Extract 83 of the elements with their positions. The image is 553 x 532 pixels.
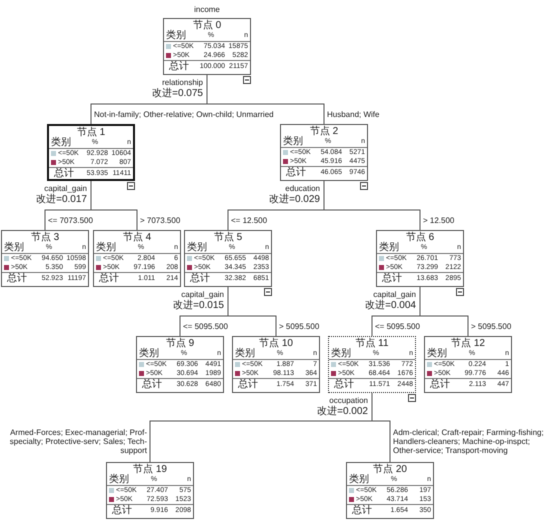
column-header: 类别 <box>379 243 400 253</box>
split-variable-label: capital_gain <box>373 290 416 300</box>
column-header: 类别 <box>283 137 304 147</box>
tree-node <box>136 336 224 393</box>
node-title: 节点 9 <box>166 338 194 349</box>
tree-branch-line <box>206 74 324 124</box>
tree-node <box>328 336 416 393</box>
total-label: 总计 <box>237 379 259 390</box>
edge-label: > 7073.500 <box>140 216 180 224</box>
node-title: 节点 10 <box>259 338 293 349</box>
edge-label: > 5095.500 <box>279 322 320 330</box>
split-variable-label: education <box>285 184 320 194</box>
column-header: 类别 <box>349 475 370 485</box>
total-label: 总计 <box>351 505 373 516</box>
tree-node <box>47 124 135 181</box>
node-title: 节点 0 <box>192 20 222 31</box>
node-title: 节点 11 <box>355 338 389 349</box>
total-label: 总计 <box>429 379 451 390</box>
tree-node <box>163 18 251 75</box>
tree-branch-line <box>228 286 276 336</box>
total-label: 总计 <box>111 505 133 516</box>
tree-branch-line <box>372 392 390 462</box>
tree-branch-line <box>420 286 468 336</box>
improvement-label: 改进=0.004 <box>365 300 416 312</box>
edge-label: <= 12.500 <box>231 216 268 224</box>
node-title: 节点 5 <box>214 232 242 243</box>
node-title: 节点 6 <box>406 232 434 243</box>
column-header: 类别 <box>187 243 208 253</box>
node-title: 节点 1 <box>76 127 106 138</box>
improvement-label: 改进=0.002 <box>317 406 368 418</box>
total-label: 总计 <box>189 273 211 284</box>
column-header: 类别 <box>109 475 130 485</box>
edge-label: <= 7073.500 <box>48 216 93 224</box>
column-header: 类别 <box>427 349 448 359</box>
edge-label: <= 5095.500 <box>375 322 420 330</box>
edge-label: > 12.500 <box>423 216 454 224</box>
tree-node <box>346 462 434 519</box>
column-header: 类别 <box>166 31 187 41</box>
tree-node <box>376 230 464 287</box>
total-label: 总计 <box>285 167 307 178</box>
tree-branch-line <box>324 180 420 230</box>
tree-node <box>184 230 272 287</box>
node-title: 节点 3 <box>30 232 60 243</box>
edge-label: Not-in-family; Other-relative; Own-child; Unmarried <box>94 110 274 118</box>
tree-node <box>106 462 194 519</box>
total-label: 总计 <box>381 273 403 284</box>
improvement-label: 改进=0.015 <box>173 300 224 312</box>
column-header: 类别 <box>51 138 72 148</box>
split-variable-label: occupation <box>329 396 368 406</box>
total-label: 总计 <box>6 273 28 284</box>
total-label: 总计 <box>333 379 355 390</box>
improvement-label: 改进=0.029 <box>269 194 320 206</box>
edge-label: > 5095.500 <box>471 322 512 330</box>
tree-node <box>280 124 368 181</box>
split-variable-label: capital_gain <box>181 290 224 300</box>
tree-node <box>1 230 89 287</box>
column-header: 类别 <box>4 243 25 253</box>
edge-label: Armed-Forces; Exec-managerial; Prof-specialty; Protective-serv; Sales; Tech-support <box>8 428 147 455</box>
split-variable-label: relationship <box>162 78 203 88</box>
node-title: 节点 4 <box>122 232 152 243</box>
improvement-label: 改进=0.075 <box>152 88 203 100</box>
total-label: 总计 <box>168 61 190 72</box>
column-header: 类别 <box>235 349 256 359</box>
column-header: 类别 <box>331 349 352 359</box>
total-label: 总计 <box>141 379 163 390</box>
tree-node <box>424 336 512 393</box>
node-title: 节点 2 <box>310 126 338 137</box>
improvement-label: 改进=0.017 <box>36 194 87 206</box>
total-label: 总计 <box>53 168 75 179</box>
total-label: 总计 <box>98 273 120 284</box>
node-title: 节点 19 <box>133 464 167 475</box>
column-header: 类别 <box>96 243 117 253</box>
edge-label: Husband; Wife <box>327 110 380 118</box>
edge-label: <= 5095.500 <box>183 322 228 330</box>
node-title: 节点 20 <box>373 464 407 475</box>
tree-node <box>93 230 181 287</box>
tree-node <box>232 336 320 393</box>
node-title: 节点 12 <box>451 338 485 349</box>
edge-label: Adm-clerical; Craft-repair; Farming-fishing; Handlers-cleaners; Machine-op-inspct; Other-service; Transport-moving <box>393 428 545 455</box>
tree-branch-line <box>90 180 138 230</box>
column-header: 类别 <box>139 349 160 359</box>
tree-title: income <box>194 5 220 15</box>
split-variable-label: capital_gain <box>44 184 87 194</box>
